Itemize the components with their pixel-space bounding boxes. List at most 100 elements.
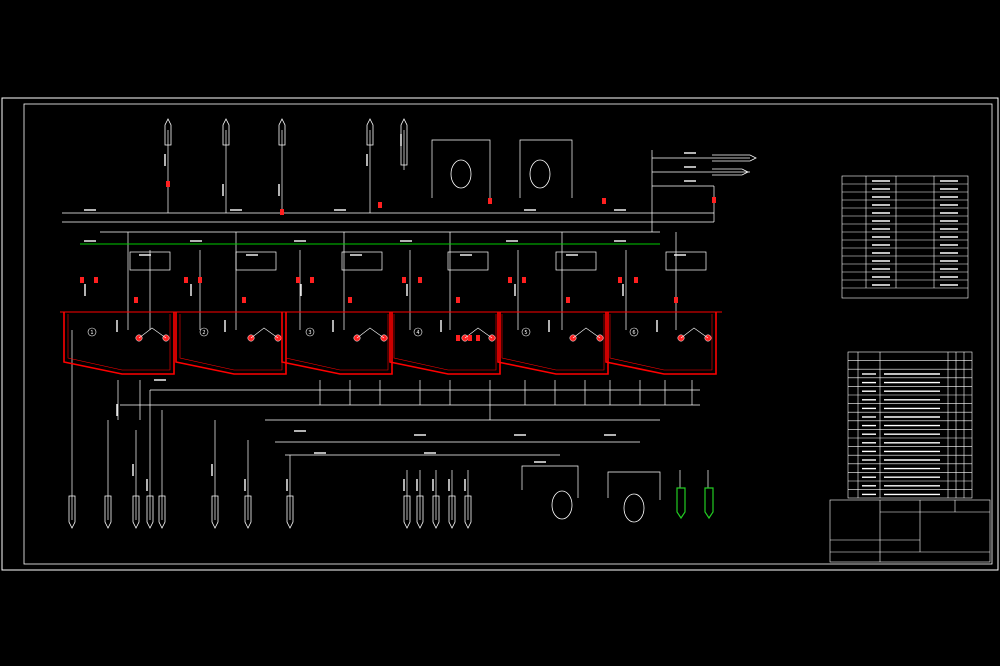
valve-marker-group [80, 181, 716, 341]
bottom-terminal-group [68, 495, 472, 529]
equipment-list-table [847, 351, 973, 499]
valve-marker [296, 277, 300, 283]
pump-vessel [450, 159, 472, 189]
valve-marker [198, 277, 202, 283]
valve-marker [242, 297, 246, 303]
tank-cell-outline [389, 312, 501, 375]
bottom-terminal [244, 495, 252, 529]
tank-number: 4 [416, 330, 419, 336]
valve-marker [634, 277, 638, 283]
valve-marker [310, 277, 314, 283]
inner-border [23, 103, 993, 565]
bottom-terminal [146, 495, 154, 529]
tank-cell: 6 [605, 312, 717, 375]
agitator-link [138, 327, 167, 339]
tank-cell-outline [281, 312, 393, 375]
top-terminal [222, 118, 230, 146]
valve-marker [402, 277, 406, 283]
tank-cell: 3 [281, 312, 393, 375]
bottom-terminal [104, 495, 112, 529]
valve-marker [456, 297, 460, 303]
tank-cell-inner [501, 314, 605, 371]
valve-marker [166, 181, 170, 187]
valve-marker [378, 202, 382, 208]
valve-marker [94, 277, 98, 283]
bottom-terminal [464, 495, 472, 529]
bottom-terminal [286, 495, 294, 529]
valve-marker [184, 277, 188, 283]
tank-cell-outline [605, 312, 717, 375]
tank-number-circle [305, 327, 315, 337]
bottom-terminal [448, 495, 456, 529]
tank-number-circle [521, 327, 531, 337]
tank-cell: 5 [497, 312, 609, 375]
tank-cell-inner [67, 314, 171, 371]
valve-marker [468, 335, 472, 341]
tank-cell-inner [609, 314, 713, 371]
valve-marker [280, 209, 284, 215]
tank-number-circle [199, 327, 209, 337]
agitator-link [250, 327, 279, 339]
pump-vessel [623, 493, 645, 523]
tank-number-circle [87, 327, 97, 337]
valve-marker [674, 297, 678, 303]
valve-marker [618, 277, 622, 283]
valve-marker [712, 197, 716, 203]
agitator-link [464, 327, 493, 339]
tank-cell-outline [497, 312, 609, 375]
bottom-terminal [211, 495, 219, 529]
title-block [829, 499, 991, 563]
top-terminal [366, 118, 374, 146]
green-tank [676, 487, 686, 520]
tank-cell-inner [179, 314, 283, 371]
outlet-arrow [712, 154, 757, 162]
tank-cell: 4 [389, 312, 501, 375]
agitator-link [680, 327, 709, 339]
valve-marker [476, 335, 480, 341]
tank-number-circle [629, 327, 639, 337]
tank-cell-group: 1 2 3 4 5 6 [63, 312, 717, 375]
tank-number: 1 [90, 330, 93, 336]
tank-cell-outline [175, 312, 287, 375]
pump-vessel [551, 490, 573, 520]
valve-marker [456, 335, 460, 341]
tank-number: 2 [202, 330, 205, 336]
pump-vessel [529, 159, 551, 189]
bottom-terminal [68, 495, 76, 529]
top-terminal [278, 118, 286, 146]
tank-cell: 2 [175, 312, 287, 375]
bottom-terminal [432, 495, 440, 529]
top-terminal-group [164, 118, 408, 166]
valve-marker [418, 277, 422, 283]
green-tank [704, 487, 714, 520]
valve-marker [566, 297, 570, 303]
top-terminal [400, 118, 408, 166]
tank-cell-outline [63, 312, 175, 375]
vessel-group [450, 159, 645, 523]
process-linework [62, 130, 750, 520]
green-tank-group [676, 487, 714, 520]
bottom-terminal [158, 495, 166, 529]
valve-marker [602, 198, 606, 204]
bottom-terminal [416, 495, 424, 529]
agitator-link [356, 327, 385, 339]
valve-marker [522, 277, 526, 283]
tank-cell-inner [393, 314, 497, 371]
top-terminal [164, 118, 172, 146]
tank-cell-inner [285, 314, 389, 371]
valve-marker [80, 277, 84, 283]
outlet-arrow-group [712, 154, 757, 176]
outlet-arrow [712, 168, 749, 176]
parameter-table [841, 175, 969, 299]
valve-marker [348, 297, 352, 303]
valve-marker [508, 277, 512, 283]
outer-border [1, 97, 999, 571]
tank-number: 5 [524, 330, 527, 336]
valve-marker [488, 198, 492, 204]
tank-number: 3 [308, 330, 311, 336]
agitator-link [572, 327, 601, 339]
tank-number-circle [413, 327, 423, 337]
valve-marker [134, 297, 138, 303]
tank-number: 6 [632, 330, 635, 336]
